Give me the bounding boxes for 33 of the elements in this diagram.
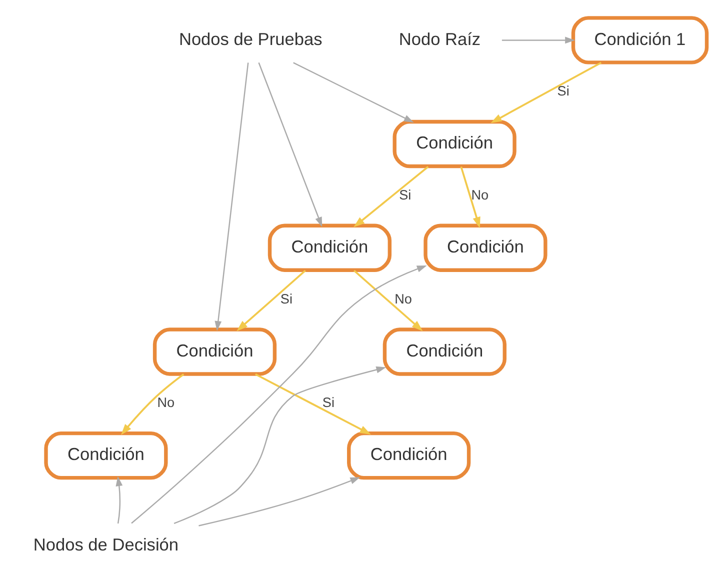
node-box: Condición bbox=[392, 119, 516, 168]
node-box: Condición bbox=[44, 430, 168, 480]
arrow bbox=[214, 62, 249, 330]
arrow bbox=[258, 62, 322, 226]
node-box: Condición bbox=[268, 223, 392, 272]
node-text: Nodos de Decisión bbox=[33, 534, 179, 554]
arrow bbox=[131, 264, 427, 524]
arrow bbox=[460, 166, 480, 228]
edge-label: Si bbox=[557, 83, 570, 98]
arrow bbox=[174, 366, 386, 524]
node-box: Condición bbox=[424, 223, 548, 272]
node-box: Condición bbox=[347, 430, 471, 480]
arrow bbox=[255, 372, 372, 434]
arrow bbox=[116, 476, 123, 524]
arrow bbox=[236, 269, 306, 331]
edge-label: Si bbox=[280, 290, 292, 306]
arrow bbox=[353, 269, 423, 331]
node-text: Nodo Raíz bbox=[398, 28, 481, 48]
node-box: Condición bbox=[382, 327, 506, 376]
edge-label: No bbox=[394, 290, 412, 306]
edge-label: Si bbox=[399, 186, 412, 202]
edge-label: No bbox=[471, 186, 489, 202]
node-text: Nodos de Pruebas bbox=[178, 28, 322, 48]
arrow bbox=[293, 62, 414, 122]
arrow bbox=[120, 373, 184, 435]
arrow bbox=[502, 36, 575, 44]
edge-label: Si bbox=[322, 394, 335, 410]
node-box: Condición bbox=[152, 327, 277, 376]
arrow bbox=[490, 61, 602, 123]
arrow bbox=[198, 476, 360, 526]
arrow bbox=[354, 166, 429, 227]
node-box: Condición 1 bbox=[571, 16, 709, 64]
edge-label: No bbox=[157, 394, 175, 410]
